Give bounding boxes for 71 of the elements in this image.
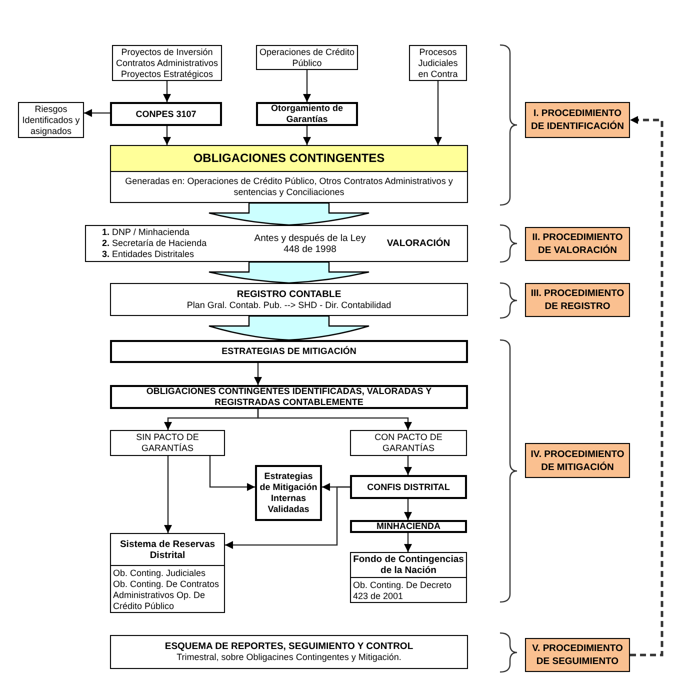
node-text: Otorgamiento de Garantías — [270, 103, 344, 125]
arrow — [630, 116, 664, 656]
node-text: Operaciones de Crédito Público — [258, 46, 356, 68]
process-box — [255, 465, 322, 521]
procedure-box — [525, 283, 630, 317]
node-text: II. PROCEDIMIENTO DE VALORACIÓN — [531, 231, 624, 257]
process-box — [409, 45, 467, 81]
node-text: IV. PROCEDIMIENTO DE MITIGACIÓN — [530, 448, 626, 474]
body-text: Trimestral, sobre Obligacines Contingentes y Mitigación. — [176, 652, 402, 663]
process-box — [110, 385, 468, 409]
body-text: Generadas en: Operaciones de Crédito Público, Otros Contratos Administrativos y sentencias y Conciliaciones — [124, 176, 454, 198]
process-box — [110, 533, 225, 613]
block-arrow — [208, 202, 370, 226]
body-text: Ob. Conting. De Decreto 423 de 2001 — [352, 579, 453, 602]
arrow — [209, 456, 255, 491]
list-item: 3. Entidades Distritales — [101, 249, 196, 260]
arrow — [303, 70, 311, 102]
arrow — [84, 109, 110, 117]
box-heading: VALORACIÓN — [386, 238, 452, 249]
process-box — [110, 430, 225, 456]
body-text: Plan Gral. Contab. Pub. --> SHD - Dir. Contabilidad — [186, 300, 392, 310]
arrow — [164, 456, 172, 533]
process-box — [350, 552, 467, 603]
list-item: 1. DNP / Minhacienda — [101, 227, 190, 238]
process-box — [85, 225, 468, 262]
box-heading: Fondo de Contingencias de la Nación — [352, 553, 465, 577]
node-text: CON PACTO DE GARANTÍAS — [374, 432, 444, 454]
box-heading: ESQUEMA DE REPORTES, SEGUIMIENTO Y CONTROL — [164, 641, 414, 652]
arrow — [254, 363, 262, 385]
process-box — [350, 475, 467, 499]
procedure-box — [525, 227, 630, 261]
node-text: ESTRATEGIAS DE MITIGACIÓN — [220, 346, 358, 357]
block-arrow — [208, 261, 370, 284]
process-box — [110, 635, 468, 669]
process-box — [110, 145, 468, 203]
process-box — [110, 340, 468, 363]
node-text: III. PROCEDIMIENTO DE REGISTRO — [530, 287, 626, 313]
list-item: 2. Secretaría de Hacienda — [101, 238, 208, 249]
node-text: MINHACIENDA — [376, 521, 442, 532]
body-text: Antes y después de la Ley 448 de 1998 — [253, 232, 367, 254]
node-text: CONPES 3107 — [134, 108, 198, 120]
node-text: Proyectos de Inversión Contratos Administrativos Proyectos Estratégicos — [114, 46, 220, 80]
node-text: SIN PACTO DE GARANTÍAS — [135, 432, 200, 454]
arrow — [163, 126, 171, 145]
arrow — [404, 533, 412, 552]
node-text: V. PROCEDIMIENTO DE SEGUIMIENTO — [531, 642, 624, 668]
body-text: Ob. Conting. Judiciales Ob. Conting. De Contratos Administrativos Op. De Crédito Público — [112, 567, 220, 612]
node-text: Riesgos Identificados y asignados — [21, 104, 81, 136]
process-box — [350, 430, 467, 456]
node-text: Estrategias de Mitigación Internas Validadas — [258, 471, 318, 515]
arrow — [404, 456, 412, 475]
procedure-box — [525, 638, 630, 672]
procedure-box — [525, 102, 630, 138]
arrow — [434, 81, 442, 145]
arrow — [404, 499, 412, 520]
box-heading: REGISTRO CONTABLE — [236, 288, 342, 300]
arrow — [257, 409, 412, 430]
arrow — [303, 126, 311, 145]
process-box — [350, 520, 467, 533]
process-box — [256, 102, 358, 126]
node-text: OBLIGACIONES CONTINGENTES IDENTIFICADAS, VALORADAS Y REGISTRADAS CONTABLEMENTE — [145, 386, 433, 408]
arrow — [225, 486, 350, 549]
block-arrow — [208, 315, 370, 341]
node-text: I. PROCEDIMIENTO DE IDENTIFICACIÓN — [530, 107, 625, 133]
process-box — [110, 102, 222, 126]
process-box — [110, 283, 468, 316]
box-heading: OBLIGACIONES CONTINGENTES — [111, 146, 467, 172]
node-text: Procesos Judiciales en Contra — [417, 46, 459, 80]
node-text: CONFIS DISTRITAL — [366, 482, 451, 492]
arrow — [163, 81, 171, 102]
box-heading: Sistema de Reservas Distrital — [118, 538, 216, 562]
